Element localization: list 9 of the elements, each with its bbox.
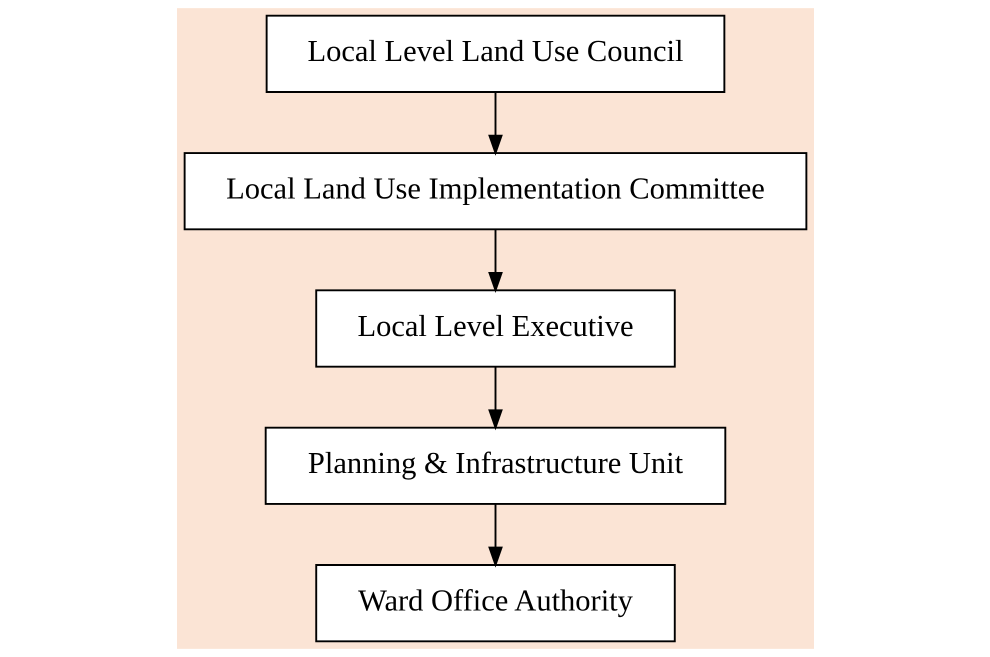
arrow (488, 230, 502, 294)
arrow (488, 366, 502, 430)
node-box: Planning & Infrastructure Unit (264, 426, 726, 505)
node-box: Local Level Executive (314, 289, 676, 368)
node-box: Local Land Use Implementation Committee (183, 152, 807, 230)
arrow (488, 504, 502, 568)
node-box: Ward Office Authority (314, 564, 676, 642)
arrow (488, 92, 502, 156)
node-box: Local Level Land Use Council (265, 14, 725, 93)
